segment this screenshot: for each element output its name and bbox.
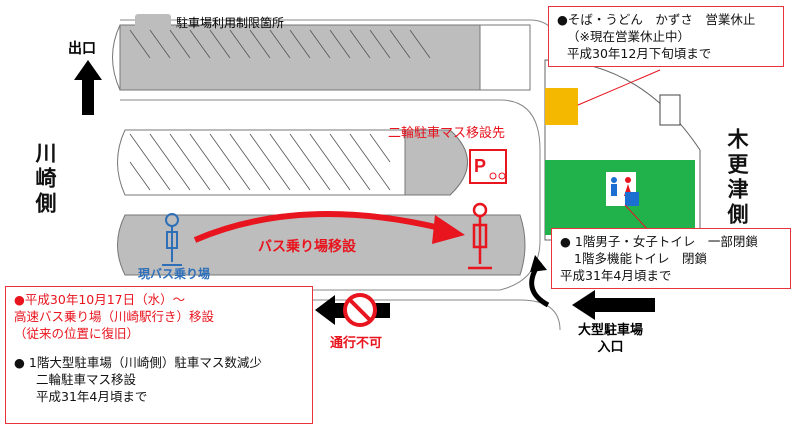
notice-line: 平成31年4月頃まで: [560, 268, 672, 283]
notice-bus: ●平成30年10月17日（水）～ 高速バス乗り場（川崎駅行き）移設 （従来の位置…: [5, 286, 313, 424]
restricted-area: [119, 24, 481, 91]
current-bus-stop-icon: [162, 213, 182, 266]
bus-move-arrow: [193, 211, 441, 243]
current-bus-stop-label: 現バス乗り場: [138, 267, 211, 281]
kisarazu-side-label: 木更津側: [725, 128, 749, 228]
notice-line: ●そば・うどん かずさ 営業休止: [557, 12, 756, 27]
notice-line: ● 1階大型駐車場（川崎側）駐車マス数減少: [14, 355, 262, 370]
entrance-line1: 大型駐車場: [578, 323, 644, 338]
notice-line: ● 1階男子・女子トイレ 一部閉鎖: [560, 234, 758, 249]
bus-move-label: バス乗り場移設: [258, 239, 356, 255]
bike-parking-new-label: 二輪駐車マス移設先: [388, 126, 506, 141]
notice-line: 平成31年4月頃まで: [36, 389, 148, 404]
legend-swatch: [135, 14, 171, 29]
entrance-arrow: [572, 290, 655, 320]
legend-label: 駐車場利用制限箇所: [176, 16, 285, 30]
exit-label: 出口: [68, 41, 96, 57]
svg-text:P: P: [474, 156, 486, 176]
notice-line: 二輪駐車マス移設: [36, 372, 137, 387]
notice-line: （従来の位置に復旧）: [14, 326, 140, 341]
notice-line: 平成30年12月下旬頃まで: [567, 46, 712, 61]
notice-line: 高速バス乗り場（川崎駅行き）移設: [14, 309, 215, 324]
notice-line: （※現在営業休止中）: [567, 29, 690, 44]
bike-parking-icon: [469, 149, 507, 184]
entrance-line2: 入口: [597, 340, 624, 355]
accessible-toilet-icon: [625, 192, 639, 206]
exit-up-arrow: [74, 60, 102, 115]
large-parking-entrance-label: 大型駐車場 入口: [578, 322, 643, 356]
notice-line: ●平成30年10月17日（水）～: [14, 292, 186, 307]
no-entry-label: 通行不可: [330, 336, 383, 351]
kawasaki-side-label: 川崎側: [33, 142, 57, 217]
parking-row-2: [117, 129, 468, 196]
shop-area: [545, 88, 578, 125]
notice-soba: ●そば・うどん かずさ 営業休止 （※現在営業休止中） 平成30年12月下旬頃ま…: [548, 6, 784, 67]
notice-line: 1階多機能トイレ 閉鎖: [574, 251, 707, 266]
new-bus-stop-icon: [468, 202, 492, 270]
parking-row-1: [112, 24, 531, 91]
notice-toilet: ● 1階男子・女子トイレ 一部閉鎖 1階多機能トイレ 閉鎖 平成31年4月頃まで: [551, 228, 791, 289]
